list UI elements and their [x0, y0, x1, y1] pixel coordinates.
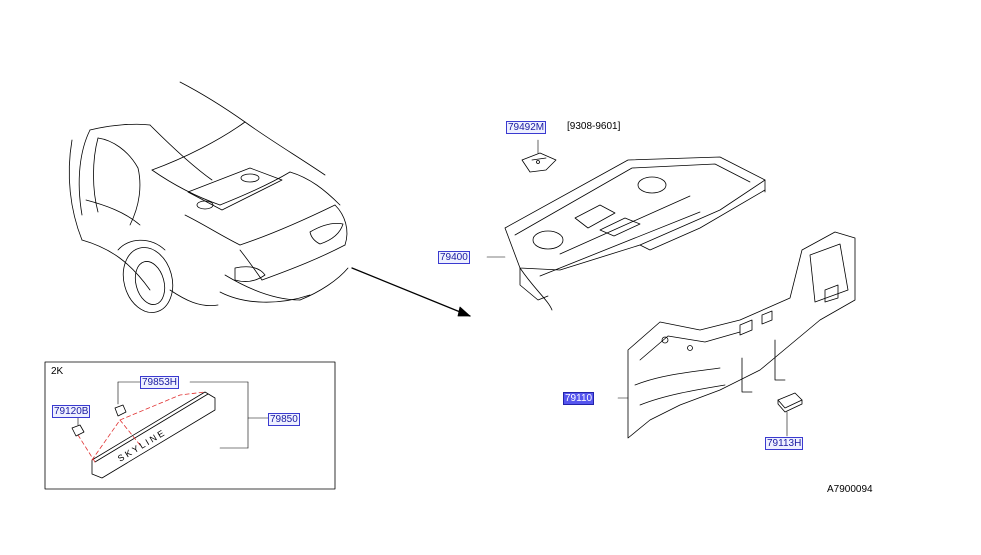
- bracket-79492m: [521, 139, 557, 173]
- callout-79492m[interactable]: 79492M: [506, 121, 547, 134]
- callout-79113h[interactable]: 79113H: [765, 437, 804, 450]
- callout-79853h[interactable]: 79853H: [140, 376, 180, 389]
- callout-79110[interactable]: 79110: [563, 392, 595, 405]
- skyline-emblem-text: S K Y L I N E: [116, 428, 166, 464]
- inset-label-2k: 2K: [51, 366, 64, 377]
- clip-79113h: [777, 392, 803, 437]
- direction-arrow: [351, 267, 471, 317]
- date-range-label: [9308-9601]: [567, 121, 621, 132]
- diagram-code: A7900094: [827, 484, 873, 495]
- callout-79400[interactable]: 79400: [438, 251, 470, 264]
- rear-panel-79110: [617, 231, 856, 439]
- callout-79120b[interactable]: 79120B: [52, 405, 91, 418]
- inset-box-2k: [44, 361, 336, 490]
- callout-79850[interactable]: 79850: [268, 413, 300, 426]
- car-rear-illustration: [68, 81, 349, 313]
- rear-shelf-79400: [486, 156, 766, 311]
